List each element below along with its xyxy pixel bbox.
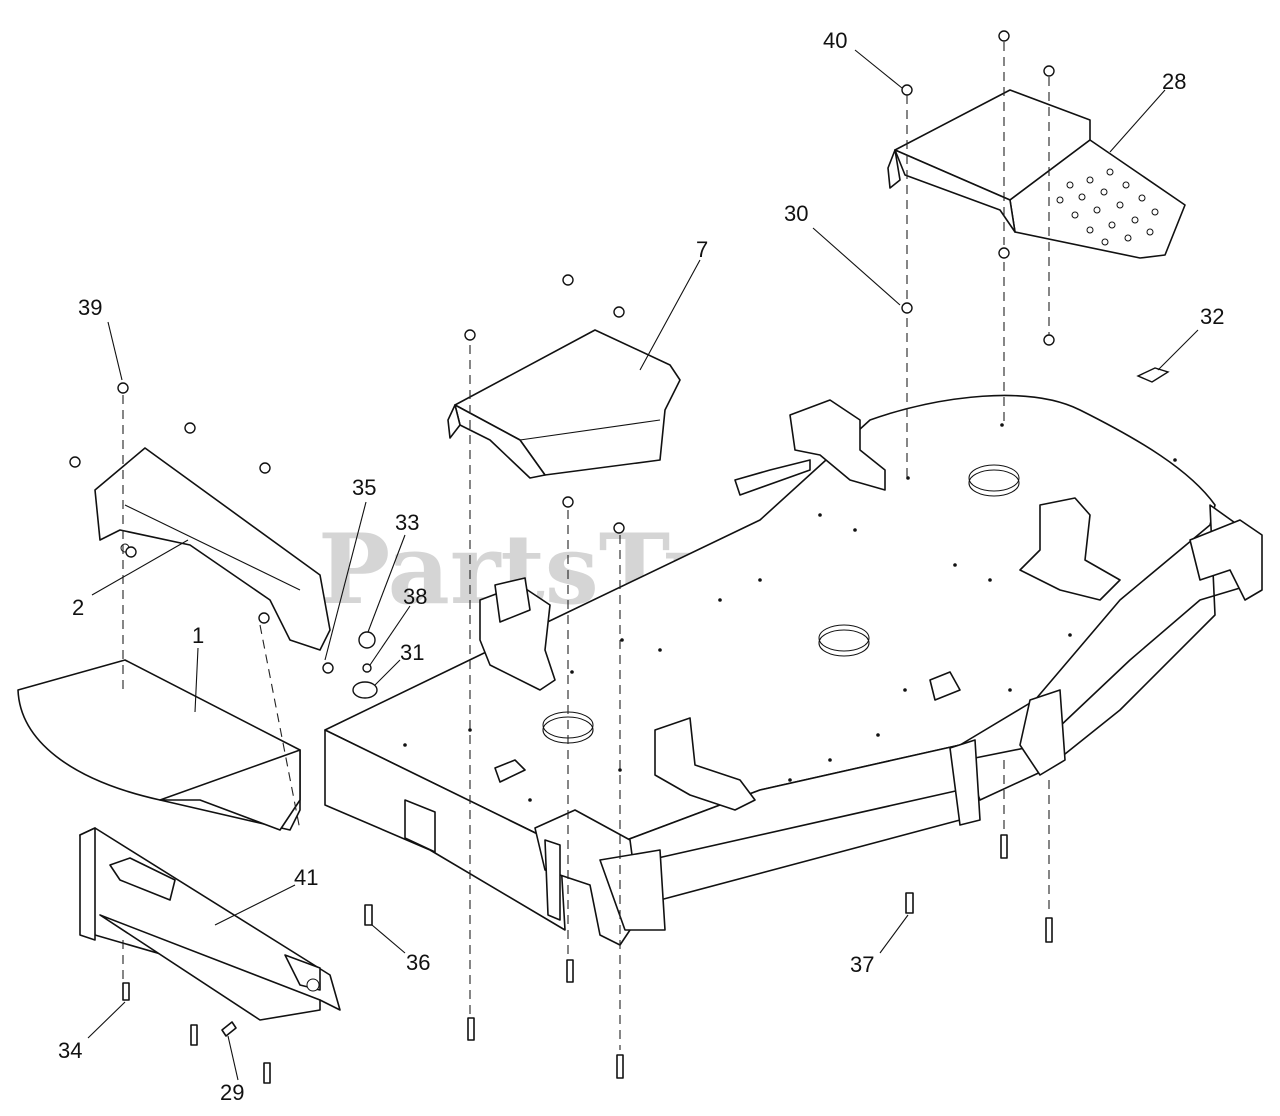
part-28-step-shield [887, 89, 1186, 259]
callout-39: 39 [78, 295, 102, 320]
step-plate-holes [1056, 168, 1159, 246]
callout-labels: 39 2 1 35 33 38 31 7 30 40 28 32 41 36 3… [58, 28, 1224, 1105]
nut-33 [358, 631, 376, 649]
callout-31: 31 [400, 640, 424, 665]
callout-33: 33 [395, 510, 419, 535]
callout-36: 36 [406, 950, 430, 975]
deck-holes [403, 423, 1177, 802]
callout-28: 28 [1162, 69, 1186, 94]
clip-32 [1136, 367, 1170, 383]
callout-32: 32 [1200, 304, 1224, 329]
part-1-deflector [17, 659, 301, 831]
part-41-bracket [79, 827, 341, 1021]
mower-deck [324, 394, 1263, 946]
nut-30 [901, 302, 913, 314]
nut-39 [117, 382, 129, 394]
spindle-opening-right [968, 464, 1020, 497]
washer-38 [362, 663, 372, 673]
callout-34: 34 [58, 1038, 82, 1063]
leader-lines [87, 49, 1199, 1081]
callout-29: 29 [220, 1080, 244, 1105]
hardware-nuts [69, 30, 1170, 699]
hardware-bolts [122, 834, 1053, 1084]
callout-40: 40 [823, 28, 847, 53]
callout-35: 35 [352, 475, 376, 500]
callout-7: 7 [696, 237, 708, 262]
callout-41: 41 [294, 865, 318, 890]
assembly-lines [122, 42, 1050, 1050]
callout-37: 37 [850, 952, 874, 977]
callout-38: 38 [403, 584, 427, 609]
plug-35 [322, 662, 334, 674]
callout-1: 1 [192, 623, 204, 648]
nut-40 [901, 84, 913, 96]
part-7-shield [447, 329, 681, 479]
bushing-31 [352, 681, 378, 699]
spindle-opening-center [818, 624, 870, 657]
callout-2: 2 [72, 595, 84, 620]
callout-30: 30 [784, 201, 808, 226]
